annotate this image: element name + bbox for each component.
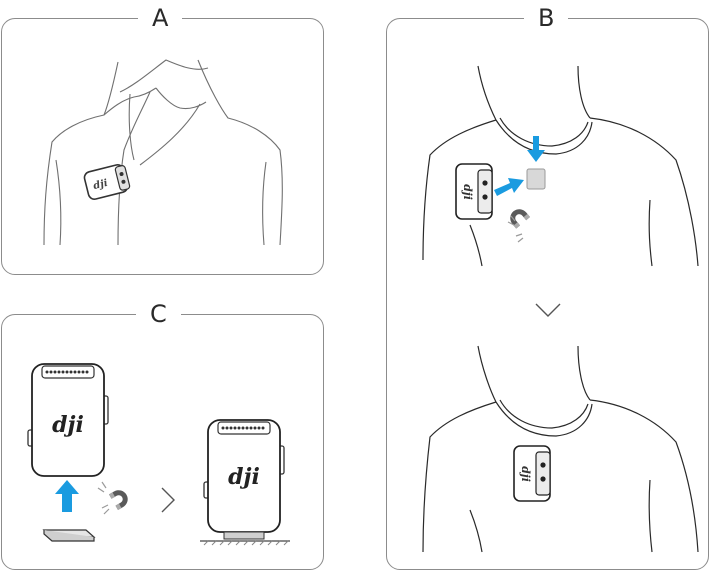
device-front-b: dji: [456, 164, 492, 219]
magnet-icon-c: [109, 487, 131, 510]
arrow-right-icon: [494, 178, 524, 196]
device-mounted-c: dji: [200, 420, 290, 545]
device-logo-b2: dji: [519, 466, 532, 482]
chevron-down-icon: [536, 304, 560, 316]
panel-a-label: A: [138, 4, 182, 32]
chevron-right-icon: [162, 488, 174, 512]
device-logo-c2: dji: [228, 464, 260, 490]
magnet-plate-c: [44, 530, 94, 541]
device-logo-c: dji: [52, 412, 84, 438]
device-logo-b: dji: [461, 184, 474, 200]
device-large-c: dji: [28, 364, 108, 476]
neckline-bottom-illustration: [423, 346, 698, 552]
panel-b-label: B: [524, 4, 568, 32]
magnet-icon: [507, 206, 530, 229]
device-clipped-a: dji: [83, 163, 131, 200]
shirt-collar-illustration: [44, 60, 282, 245]
panel-c-label: C: [136, 300, 181, 328]
device-attached-b: dji: [514, 446, 550, 501]
magnet-plate: [527, 169, 545, 189]
arrow-up-icon: [55, 480, 79, 512]
magnet-sparks-c: [98, 482, 109, 514]
